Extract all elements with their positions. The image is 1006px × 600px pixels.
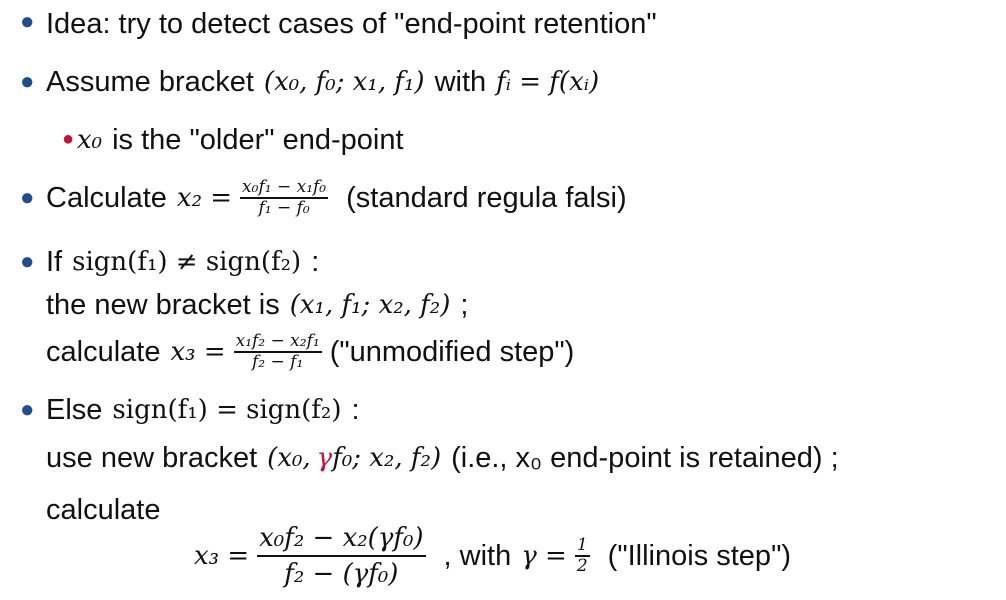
bullet-icon: ● bbox=[20, 8, 35, 35]
new-bracket-math: (x₁, f₁; x₂, f₂) bbox=[289, 290, 451, 320]
gamma-symbol: γ bbox=[316, 443, 333, 473]
sub-bullet-older: x₀ is the "older" end-point bbox=[77, 120, 404, 160]
retained-note: (i.e., x₀ end-point is retained) ; bbox=[451, 441, 839, 474]
fraction-bar bbox=[574, 555, 590, 557]
calculate-text: calculate bbox=[46, 335, 161, 368]
idea-text: Idea: try to detect cases of "end-point … bbox=[46, 7, 657, 40]
bullet-calculate: Calculate x₂ = x₀f₁ − x₁f₀ f₁ − f₀ (stan… bbox=[46, 172, 627, 224]
gamma-equals: γ = bbox=[521, 541, 567, 571]
bullet-else: Else sign(f₁) = sign(f₂) : bbox=[46, 390, 360, 430]
fraction-bar bbox=[257, 555, 426, 557]
x0-math: x₀ bbox=[77, 125, 103, 155]
half-fraction: 1 2 bbox=[574, 535, 590, 576]
colon: : bbox=[311, 245, 320, 278]
assume-text: Assume bracket bbox=[46, 65, 254, 98]
with-text: with bbox=[434, 65, 487, 98]
calculate-text: calculate bbox=[46, 493, 161, 526]
new-bracket-text: the new bracket is bbox=[46, 288, 280, 321]
fraction-numerator: x₁f₂ − x₂f₁ bbox=[235, 331, 320, 352]
fraction-denominator: f₂ − (γf₀) bbox=[284, 558, 399, 589]
semicolon: ; bbox=[460, 288, 469, 321]
fraction-numerator: 1 bbox=[576, 535, 588, 556]
x3-lhs: x₃ = bbox=[170, 337, 226, 367]
sign-equality-math: sign(f₁) = sign(f₂) bbox=[112, 395, 342, 425]
bullet-icon: ● bbox=[20, 248, 35, 275]
bracket-math-end: f₀; x₂, f₂) bbox=[332, 443, 442, 473]
regula-falsi-note: (standard regula falsi) bbox=[346, 181, 627, 214]
bracket-math-start: (x₀, bbox=[267, 443, 311, 473]
illinois-formula: x₃ = x₀f₂ − x₂(γf₀) f₂ − (γf₀) , with γ … bbox=[194, 516, 791, 596]
illinois-fraction: x₀f₂ − x₂(γf₀) f₂ − (γf₀) bbox=[257, 521, 426, 591]
fraction-numerator: x₀f₁ − x₁f₀ bbox=[242, 177, 327, 198]
retained-bracket-line: use new bracket (x₀, γ f₀; x₂, f₂) (i.e.… bbox=[46, 438, 839, 478]
fraction-denominator: f₂ − f₁ bbox=[252, 351, 304, 372]
bullet-if: If sign(f₁) ≠ sign(f₂) : bbox=[46, 242, 319, 282]
use-bracket-text: use new bracket bbox=[46, 441, 258, 474]
older-text: is the "older" end-point bbox=[112, 123, 404, 156]
bullet-idea: Idea: try to detect cases of "end-point … bbox=[46, 4, 657, 44]
sign-inequality-math: sign(f₁) ≠ sign(f₂) bbox=[72, 247, 302, 277]
fraction-denominator: 2 bbox=[576, 555, 588, 576]
regula-falsi-fraction: x₀f₁ − x₁f₀ f₁ − f₀ bbox=[240, 177, 329, 218]
unmodified-step-line: calculate x₃ = x₁f₂ − x₂f₁ f₂ − f₁ ("unm… bbox=[46, 326, 574, 378]
bullet-assume: Assume bracket (x₀, f₀; x₁, f₁) with fᵢ … bbox=[46, 62, 599, 102]
fraction-denominator: f₁ − f₀ bbox=[258, 197, 310, 218]
f-definition-math: fᵢ = f(xᵢ) bbox=[496, 67, 600, 97]
with-text: , with bbox=[443, 539, 512, 572]
fraction-bar bbox=[233, 351, 322, 353]
calculate-line: calculate bbox=[46, 490, 160, 530]
unmodified-note: ("unmodified step") bbox=[329, 335, 575, 368]
sub-bullet-icon: ● bbox=[62, 128, 75, 150]
bullet-icon: ● bbox=[20, 68, 35, 95]
if-text: If bbox=[46, 245, 63, 278]
unmodified-fraction: x₁f₂ − x₂f₁ f₂ − f₁ bbox=[233, 331, 322, 372]
colon: : bbox=[351, 393, 360, 426]
else-text: Else bbox=[46, 393, 103, 426]
fraction-bar bbox=[240, 197, 329, 199]
illinois-note: ("Illinois step") bbox=[607, 539, 792, 572]
new-bracket-line: the new bracket is (x₁, f₁; x₂, f₂) ; bbox=[46, 285, 468, 325]
calculate-text: Calculate bbox=[46, 181, 167, 214]
bullet-icon: ● bbox=[20, 184, 35, 211]
fraction-numerator: x₀f₂ − x₂(γf₀) bbox=[259, 523, 424, 554]
x2-lhs: x₂ = bbox=[176, 183, 233, 213]
x3-lhs: x₃ = bbox=[194, 541, 250, 571]
bracket-math: (x₀, f₀; x₁, f₁) bbox=[263, 67, 425, 97]
bullet-icon: ● bbox=[20, 396, 35, 423]
